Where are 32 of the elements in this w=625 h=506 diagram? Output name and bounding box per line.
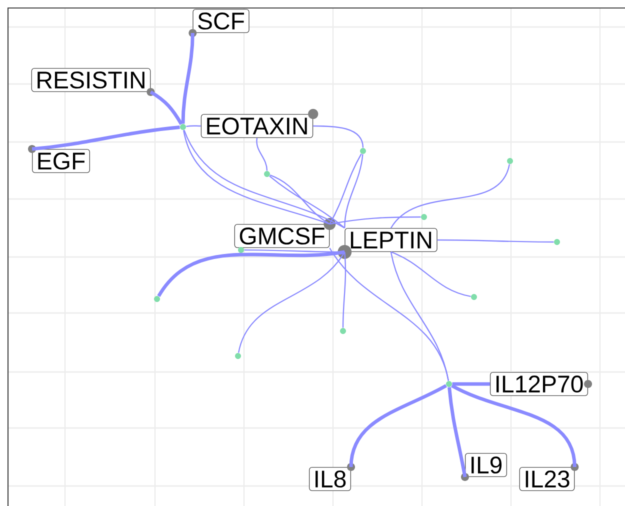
edge-curve (313, 125, 364, 148)
node-label: IL8 (308, 467, 352, 491)
edge-curve (344, 154, 364, 228)
edge-curve (181, 32, 194, 124)
node-label: EOTAXIN (200, 114, 314, 138)
edge-curve (342, 252, 346, 328)
node-label: GMCSF (234, 224, 330, 248)
node-label: LEPTIN (344, 228, 438, 252)
edge-curve (448, 387, 467, 478)
edge-curve (238, 252, 346, 353)
edge-curve (329, 154, 362, 224)
node-label: IL9 (464, 453, 508, 477)
edge-curve (186, 125, 201, 128)
edge-curve (157, 250, 345, 298)
node-label: IL23 (519, 467, 575, 491)
node-label: EGF (32, 149, 90, 173)
edge-curve (349, 384, 447, 468)
edge-curve (390, 164, 510, 228)
edge-curve (452, 382, 490, 386)
node-label: IL12P70 (490, 372, 588, 396)
edge-curve (32, 126, 180, 151)
node-label: RESISTIN (31, 68, 151, 92)
edge-curve (330, 216, 421, 225)
edge-curve (269, 176, 346, 228)
edge-curve (150, 90, 183, 126)
edge-curve (256, 138, 268, 171)
edge-curve (451, 384, 576, 468)
edge-curve (390, 251, 471, 298)
edge-curve (270, 174, 330, 224)
edge-curve (437, 239, 554, 243)
node-label: SCF (192, 9, 250, 33)
edge-curve (390, 252, 450, 381)
